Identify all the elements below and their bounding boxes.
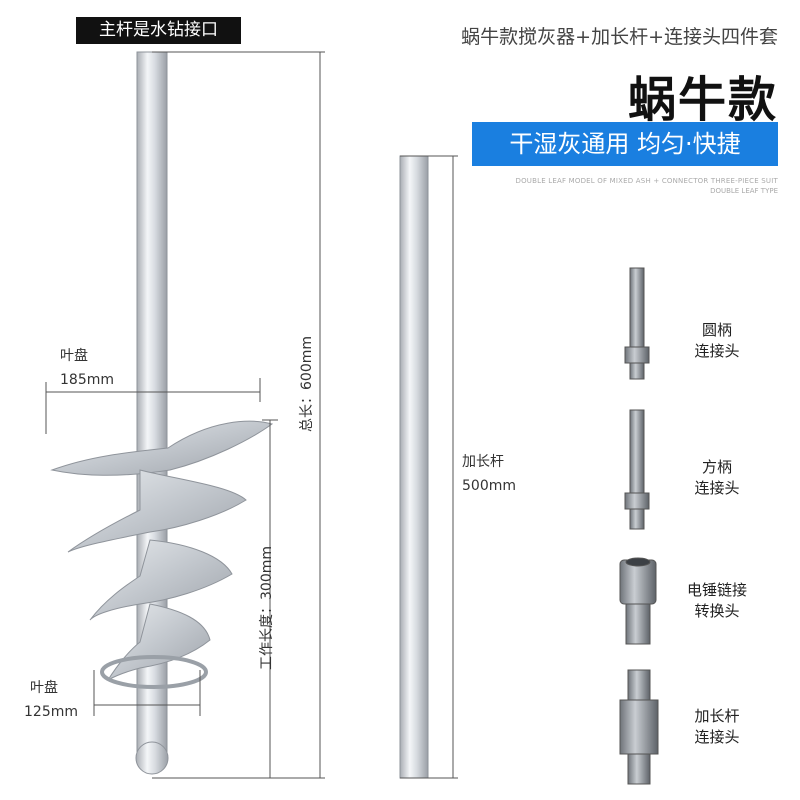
extension-rod bbox=[399, 155, 429, 779]
accessory-label-coupler: 加长杆连接头 bbox=[694, 707, 740, 746]
hammer-adapter bbox=[619, 557, 657, 645]
feature-banner: 干湿灰通用 均匀·快捷 bbox=[472, 122, 778, 166]
accessory-label-round: 圆柄连接头 bbox=[694, 321, 740, 360]
blade-top-label: 叶盘 bbox=[60, 348, 88, 364]
mixer-tip bbox=[135, 741, 169, 775]
main-title: 蜗牛款 bbox=[627, 72, 778, 128]
round-shank-connector bbox=[624, 267, 650, 380]
total-length-label: 总长：600mm bbox=[299, 336, 315, 432]
spiral-blades bbox=[50, 420, 274, 681]
english-subtitle-1: DOUBLE LEAF MODEL OF MIXED ASH + CONNECT… bbox=[515, 177, 778, 185]
product-title: 蜗牛款搅灰器+加长杆+连接头四件套 bbox=[461, 26, 778, 48]
blade-top-size: 185mm bbox=[60, 372, 114, 388]
extension-rod-size: 500mm bbox=[462, 478, 516, 494]
english-subtitle-2: DOUBLE LEAF TYPE bbox=[710, 187, 778, 195]
accessory-label-square: 方柄连接头 bbox=[694, 458, 740, 497]
extension-rod-label: 加长杆 bbox=[462, 454, 504, 470]
bottom-ring bbox=[100, 655, 208, 689]
extension-coupler bbox=[619, 669, 659, 785]
interface-note-label: 主杆是水钻接口 bbox=[76, 17, 241, 44]
accessory-label-hammer: 电锤链接转换头 bbox=[686, 581, 747, 620]
square-shank-connector bbox=[624, 409, 650, 530]
blade-bottom-label: 叶盘 bbox=[30, 680, 58, 696]
working-length-label: 工作长度：300mm bbox=[259, 546, 275, 670]
blade-bottom-size: 125mm bbox=[24, 704, 78, 720]
